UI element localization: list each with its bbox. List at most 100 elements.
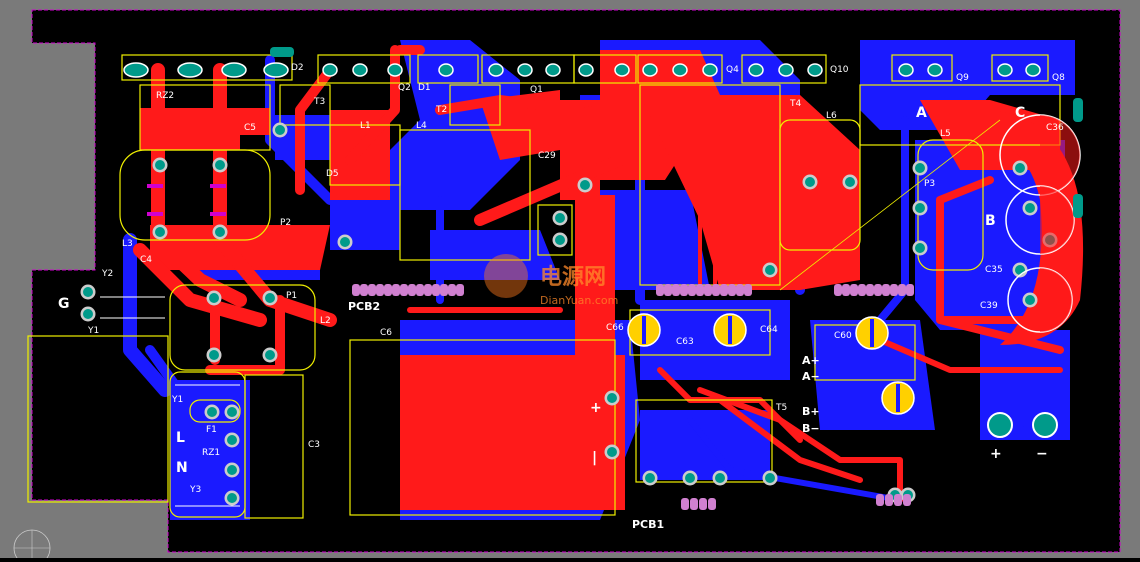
header-pin xyxy=(882,284,890,296)
pad xyxy=(488,63,504,77)
svg-text:DianYuan.com: DianYuan.com xyxy=(540,294,618,307)
pad xyxy=(778,63,794,77)
terminal-g-label: G xyxy=(58,296,70,312)
header-pin xyxy=(712,284,720,296)
header-pin xyxy=(876,494,884,506)
header-pin xyxy=(708,498,716,510)
output-minus-label: − xyxy=(1036,446,1048,462)
header-pin xyxy=(440,284,448,296)
svg-text:P2: P2 xyxy=(280,218,291,228)
header-pin xyxy=(392,284,400,296)
svg-text:C6: C6 xyxy=(380,328,392,338)
header-pin xyxy=(890,284,898,296)
pad xyxy=(898,63,914,77)
svg-text:F1: F1 xyxy=(206,425,217,435)
header-pin xyxy=(400,284,408,296)
svg-text:电源网: 电源网 xyxy=(540,265,606,290)
header-pin xyxy=(408,284,416,296)
pad xyxy=(672,63,688,77)
svg-text:Y1: Y1 xyxy=(171,395,183,405)
svg-text:C35: C35 xyxy=(985,265,1003,275)
svg-text:P3: P3 xyxy=(924,179,935,189)
svg-text:C66: C66 xyxy=(606,323,624,333)
pad xyxy=(123,62,149,78)
header-pin xyxy=(728,284,736,296)
header-pin xyxy=(432,284,440,296)
pcb2-label: PCB2 xyxy=(348,300,380,313)
dianyuan-watermark: 电源网 DianYuan.com xyxy=(484,254,618,307)
pad xyxy=(927,63,943,77)
pad xyxy=(997,63,1013,77)
svg-text:D1: D1 xyxy=(418,83,431,93)
svg-text:L1: L1 xyxy=(360,121,371,131)
header-pin xyxy=(688,284,696,296)
svg-text:C4: C4 xyxy=(140,255,152,265)
terminal-n-label: N xyxy=(176,460,188,476)
pad xyxy=(438,63,454,77)
pad xyxy=(352,63,368,77)
pads-and-vias xyxy=(80,47,1083,510)
svg-text:T4: T4 xyxy=(789,99,801,109)
origin-marker xyxy=(13,529,51,562)
b-plus-label: B+ xyxy=(802,405,820,418)
svg-text:C60: C60 xyxy=(834,331,852,341)
pad xyxy=(322,63,338,77)
header-pin xyxy=(903,494,911,506)
pad xyxy=(578,63,594,77)
header-pin xyxy=(664,284,672,296)
svg-text:RZ1: RZ1 xyxy=(202,448,220,458)
header-pin xyxy=(894,494,902,506)
svg-text:D2: D2 xyxy=(291,63,304,73)
edge-tab xyxy=(270,47,294,57)
svg-text:T2: T2 xyxy=(435,105,447,115)
pad xyxy=(642,63,658,77)
svg-text:L6: L6 xyxy=(826,111,837,121)
header-pin xyxy=(696,284,704,296)
pad xyxy=(614,63,630,77)
svg-text:Y3: Y3 xyxy=(189,485,201,495)
svg-text:T3: T3 xyxy=(313,97,325,107)
header-pin xyxy=(842,284,850,296)
svg-text:C3: C3 xyxy=(308,440,320,450)
header-pin xyxy=(456,284,464,296)
header-pin xyxy=(720,284,728,296)
header-pin xyxy=(906,284,914,296)
pcb1-label: PCB1 xyxy=(632,518,664,531)
pad xyxy=(517,63,533,77)
pad xyxy=(177,62,203,78)
terminal-l-label: L xyxy=(176,430,185,446)
svg-text:Y1: Y1 xyxy=(87,326,99,336)
svg-text:Q10: Q10 xyxy=(830,65,849,75)
svg-text:Q2: Q2 xyxy=(398,83,411,93)
svg-text:C64: C64 xyxy=(760,325,778,335)
header-pin xyxy=(656,284,664,296)
svg-text:C29: C29 xyxy=(538,151,556,161)
header-pin xyxy=(672,284,680,296)
a-plus-label: A+ xyxy=(802,354,820,367)
header-pin xyxy=(368,284,376,296)
component-labels: G L N A B C + − + | PCB1 PCB2 A+ A− B+ B… xyxy=(58,63,1065,531)
header-pin xyxy=(376,284,384,296)
svg-text:Q8: Q8 xyxy=(1052,73,1065,83)
header-pin xyxy=(866,284,874,296)
svg-text:Q9: Q9 xyxy=(956,73,969,83)
header-pin xyxy=(834,284,842,296)
pad xyxy=(702,63,718,77)
terminal-b-label: B xyxy=(985,213,996,229)
svg-text:C39: C39 xyxy=(980,301,998,311)
pad xyxy=(263,62,289,78)
header-pin xyxy=(416,284,424,296)
svg-text:L5: L5 xyxy=(940,129,951,139)
keepout-line xyxy=(31,9,1121,553)
header-pin xyxy=(850,284,858,296)
svg-text:L2: L2 xyxy=(320,316,331,326)
pcb-minus-label: | xyxy=(592,450,597,466)
pad xyxy=(807,63,823,77)
header-pin xyxy=(736,284,744,296)
header-pin xyxy=(352,284,360,296)
header-pin xyxy=(681,498,689,510)
svg-text:Q1: Q1 xyxy=(530,85,543,95)
terminal-c-label: C xyxy=(1015,105,1025,121)
